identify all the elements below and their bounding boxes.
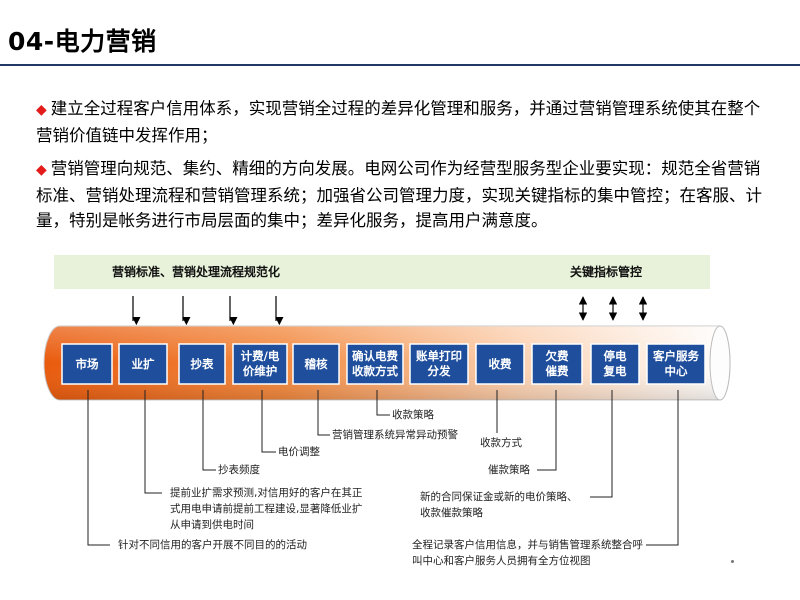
step-label: 稽核 bbox=[304, 356, 328, 371]
title-divider bbox=[0, 64, 800, 66]
connector-line bbox=[261, 390, 276, 453]
connectors bbox=[87, 390, 679, 546]
step-label: 停电复电 bbox=[603, 349, 627, 378]
note-credit-activities: 针对不同信用的客户开展不同目的的活动 bbox=[118, 539, 307, 551]
bullet-list: ◆建立全过程客户信用体系，实现营销全过程的差异化管理和服务，并通过营销管理系统使… bbox=[36, 96, 776, 241]
connector-line bbox=[202, 390, 216, 471]
bullet-text: 营销管理向规范、集约、精细的方向发展。电网公司作为经营型服务型企业要实现：规范全… bbox=[36, 159, 762, 230]
connector-line bbox=[646, 390, 679, 546]
standard-arrows bbox=[132, 296, 284, 326]
kpi-arrows bbox=[578, 296, 648, 321]
note-contract-deposit: 新的合同保证金或新的电价策略、收款催款策略 bbox=[420, 491, 578, 519]
diamond-icon: ◆ bbox=[36, 102, 47, 118]
decorative-dot bbox=[731, 560, 734, 563]
connector-line bbox=[87, 390, 110, 546]
step-box-bill-print bbox=[409, 343, 469, 385]
banner-label-kpi: 关键指标管控 bbox=[570, 265, 643, 279]
connector-line bbox=[376, 390, 390, 416]
note-credit-records: 全程记录客户信用信息，并与销售管理系统整合呼叫中心和客户服务人员拥有全方位视图 bbox=[412, 539, 643, 567]
step-box-expansion bbox=[118, 343, 168, 385]
step-box-meter-reading bbox=[178, 343, 226, 385]
step-box-billing bbox=[232, 343, 288, 385]
step-label: 欠费催费 bbox=[545, 349, 569, 378]
note-anomaly-alert: 营销管理系统异常异动预警 bbox=[332, 429, 458, 441]
step-box-arrears bbox=[531, 343, 583, 385]
step-label: 市场 bbox=[75, 356, 99, 371]
step-box-power-cut bbox=[590, 343, 640, 385]
step-box-customer-service bbox=[646, 343, 706, 385]
step-label: 客户服务中心 bbox=[653, 349, 699, 378]
step-label: 计费/电价维护 bbox=[240, 349, 280, 378]
connector-line bbox=[317, 390, 330, 436]
step-box-market bbox=[61, 343, 113, 385]
step-box-collection bbox=[475, 343, 525, 385]
note-collection-method: 收款方式 bbox=[480, 437, 522, 449]
connector-line bbox=[537, 390, 557, 471]
step-label: 抄表 bbox=[190, 356, 214, 371]
connector-line bbox=[144, 390, 162, 494]
step-label: 收费 bbox=[488, 356, 512, 371]
banner-label-standards: 营销标准、营销处理流程规范化 bbox=[112, 265, 281, 279]
bullet-item: ◆建立全过程客户信用体系，实现营销全过程的差异化管理和服务，并通过营销管理系统使… bbox=[36, 96, 776, 148]
note-price-adjustment: 电价调整 bbox=[278, 446, 320, 458]
step-box-audit bbox=[292, 343, 340, 385]
step-box-payment-method bbox=[346, 343, 404, 385]
note-dunning-strategy: 催款策略 bbox=[488, 464, 530, 476]
note-payment-strategy: 收款策略 bbox=[392, 409, 434, 421]
bullet-item: ◆营销管理向规范、集约、精细的方向发展。电网公司作为经营型服务型企业要实现：规范… bbox=[36, 156, 776, 233]
step-label: 确认电费收款方式 bbox=[352, 349, 398, 378]
note-reading-frequency: 抄表频度 bbox=[218, 464, 260, 476]
standard-banner bbox=[54, 255, 710, 289]
step-boxes bbox=[61, 343, 706, 385]
connector-line bbox=[590, 390, 613, 498]
diamond-icon: ◆ bbox=[36, 162, 47, 178]
step-label: 业扩 bbox=[131, 356, 155, 371]
note-expansion-forecast: 提前业扩需求预测,对信用好的客户在其正式用电申请前提前工程建设,显著降低业扩从申… bbox=[170, 487, 363, 531]
step-label: 账单打印分发 bbox=[416, 349, 462, 378]
page-title: 04-电力营销 bbox=[8, 27, 157, 56]
bullet-text: 建立全过程客户信用体系，实现营销全过程的差异化管理和服务，并通过营销管理系统使其… bbox=[36, 99, 761, 145]
